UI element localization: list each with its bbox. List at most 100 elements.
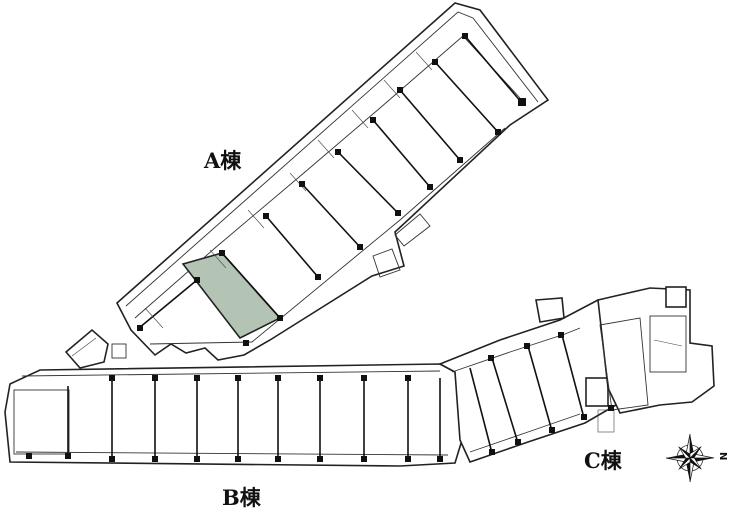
a-column (395, 210, 401, 216)
building-c-top-box (665, 286, 687, 308)
b-column (275, 375, 281, 381)
building-b-label: B棟 (222, 485, 261, 510)
a-column (263, 213, 269, 219)
c-divider (527, 345, 553, 432)
c-divider (561, 334, 585, 419)
c-column (524, 343, 530, 349)
a-divider (265, 215, 319, 278)
b-column (437, 456, 443, 462)
building-a-stair (372, 248, 401, 278)
a-column (518, 98, 526, 106)
compass-rose-icon: N (665, 433, 728, 483)
building-a-columns (137, 33, 526, 346)
building-a-elevator-hall (394, 213, 431, 247)
a-column (194, 277, 200, 283)
c-column (489, 449, 495, 455)
c-column (488, 355, 494, 361)
a-column (397, 87, 403, 93)
connector-elevator (111, 343, 127, 359)
building-b-corridor (21, 370, 441, 377)
building-c-stair-box (597, 409, 615, 433)
b-column (317, 456, 323, 462)
a-divider (464, 35, 523, 104)
b-column (361, 375, 367, 381)
a-balcony-line (351, 109, 369, 129)
c-divider (469, 367, 493, 454)
a-balcony-line (247, 209, 265, 229)
a-column (219, 250, 225, 256)
connector-stair (64, 328, 109, 369)
building-c-label: C棟 (584, 448, 622, 473)
b-column (26, 453, 32, 459)
building-a-balconies (144, 51, 433, 329)
building-c-annex-outline (597, 287, 715, 414)
b-column (194, 375, 200, 381)
b-column (152, 456, 158, 462)
building-c-annex-stair-steps (653, 339, 683, 347)
building-b-columns (26, 375, 443, 462)
a-column (427, 184, 433, 190)
a-divider (138, 279, 198, 329)
a-column (243, 340, 249, 346)
c-column (549, 427, 555, 433)
building-b-unit-dividers (67, 377, 441, 460)
a-divider (221, 252, 281, 319)
a-column (137, 325, 143, 331)
connector-ab (64, 328, 127, 369)
a-column (335, 149, 341, 155)
building-b (4, 363, 463, 467)
b-column (361, 456, 367, 462)
building-c-top-stair (535, 297, 565, 323)
a-balcony-line (383, 79, 401, 99)
a-column (457, 157, 463, 163)
compass-north-letter: N (717, 452, 728, 460)
building-a-label: A棟 (204, 148, 242, 173)
building-a-corridor-outer (125, 11, 539, 307)
building-c-annex-room (599, 317, 649, 411)
a-column (462, 33, 468, 39)
b-column (405, 375, 411, 381)
a-balcony-line (317, 139, 335, 159)
a-column (315, 274, 321, 280)
building-c-lift-core (585, 377, 609, 407)
b-column (109, 456, 115, 462)
building-a (116, 2, 550, 361)
a-divider (301, 183, 361, 248)
a-column (495, 129, 501, 135)
b-column (194, 456, 200, 462)
a-column (357, 244, 363, 250)
building-a-facade-line (149, 127, 506, 345)
c-column (558, 332, 564, 338)
a-column (432, 59, 438, 65)
b-column (152, 375, 158, 381)
connector-stair-steps (71, 337, 97, 357)
b-column (109, 375, 115, 381)
building-c-corridor (451, 327, 581, 373)
a-balcony-line (209, 249, 227, 269)
a-divider (399, 89, 461, 161)
a-column (370, 117, 376, 123)
a-balcony-line (415, 51, 433, 71)
b-column (405, 456, 411, 462)
a-divider (372, 119, 431, 188)
building-b-outline (4, 363, 463, 467)
a-column (299, 181, 305, 187)
building-c-unit-dividers (469, 334, 585, 454)
a-column (277, 315, 283, 321)
b-column (235, 375, 241, 381)
c-column (515, 439, 521, 445)
building-c-columns (488, 332, 614, 455)
c-column (608, 405, 614, 411)
building-b-balcony-line (15, 451, 449, 456)
a-divider (337, 151, 399, 214)
c-divider (491, 357, 519, 444)
building-b-end-room (13, 389, 70, 455)
building-c-annex-stair (649, 315, 687, 373)
building-a-unit-dividers (138, 35, 523, 329)
a-balcony-line (289, 172, 307, 192)
a-balcony-line (144, 307, 164, 329)
a-divider (434, 61, 499, 133)
b-column (235, 456, 241, 462)
b-column (65, 453, 71, 459)
